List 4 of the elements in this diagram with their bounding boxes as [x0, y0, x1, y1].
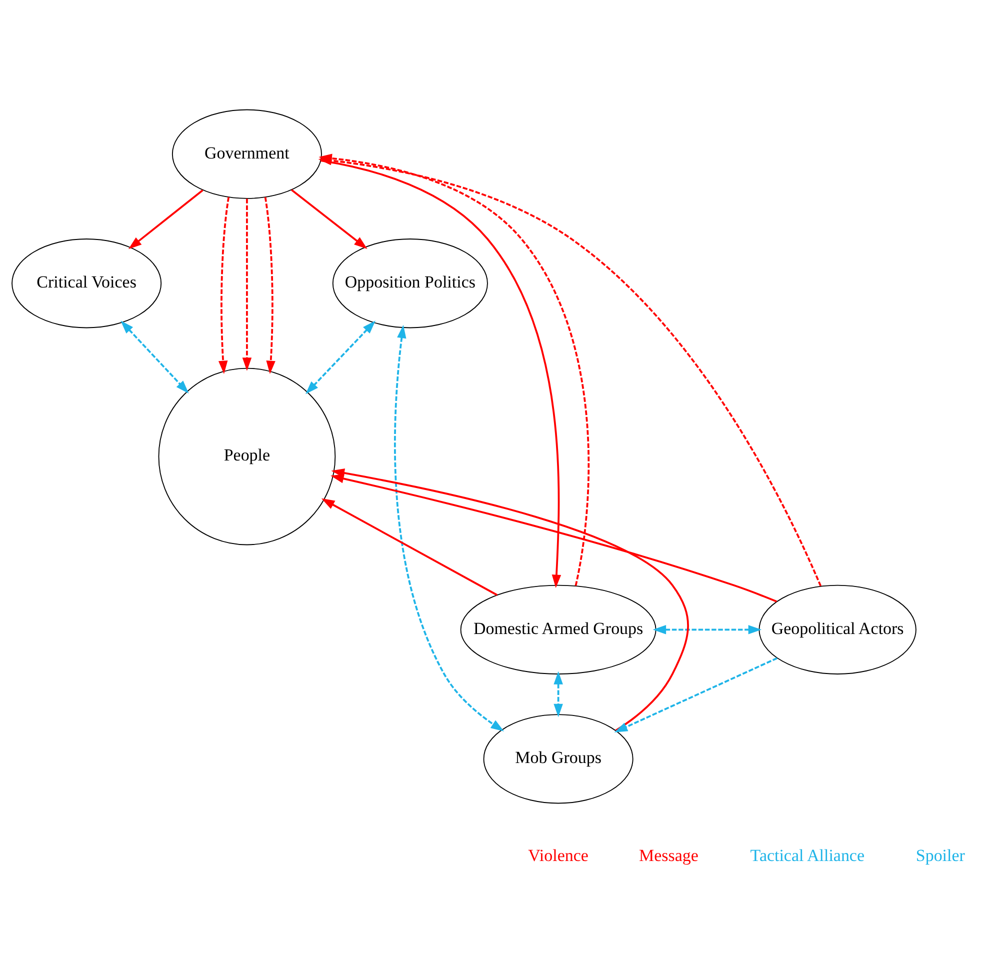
legend-label: Violence — [528, 846, 588, 865]
legend-label: Tactical Alliance — [750, 846, 865, 865]
legend-label: Spoiler — [916, 846, 965, 865]
legend-label: Message — [639, 846, 698, 865]
